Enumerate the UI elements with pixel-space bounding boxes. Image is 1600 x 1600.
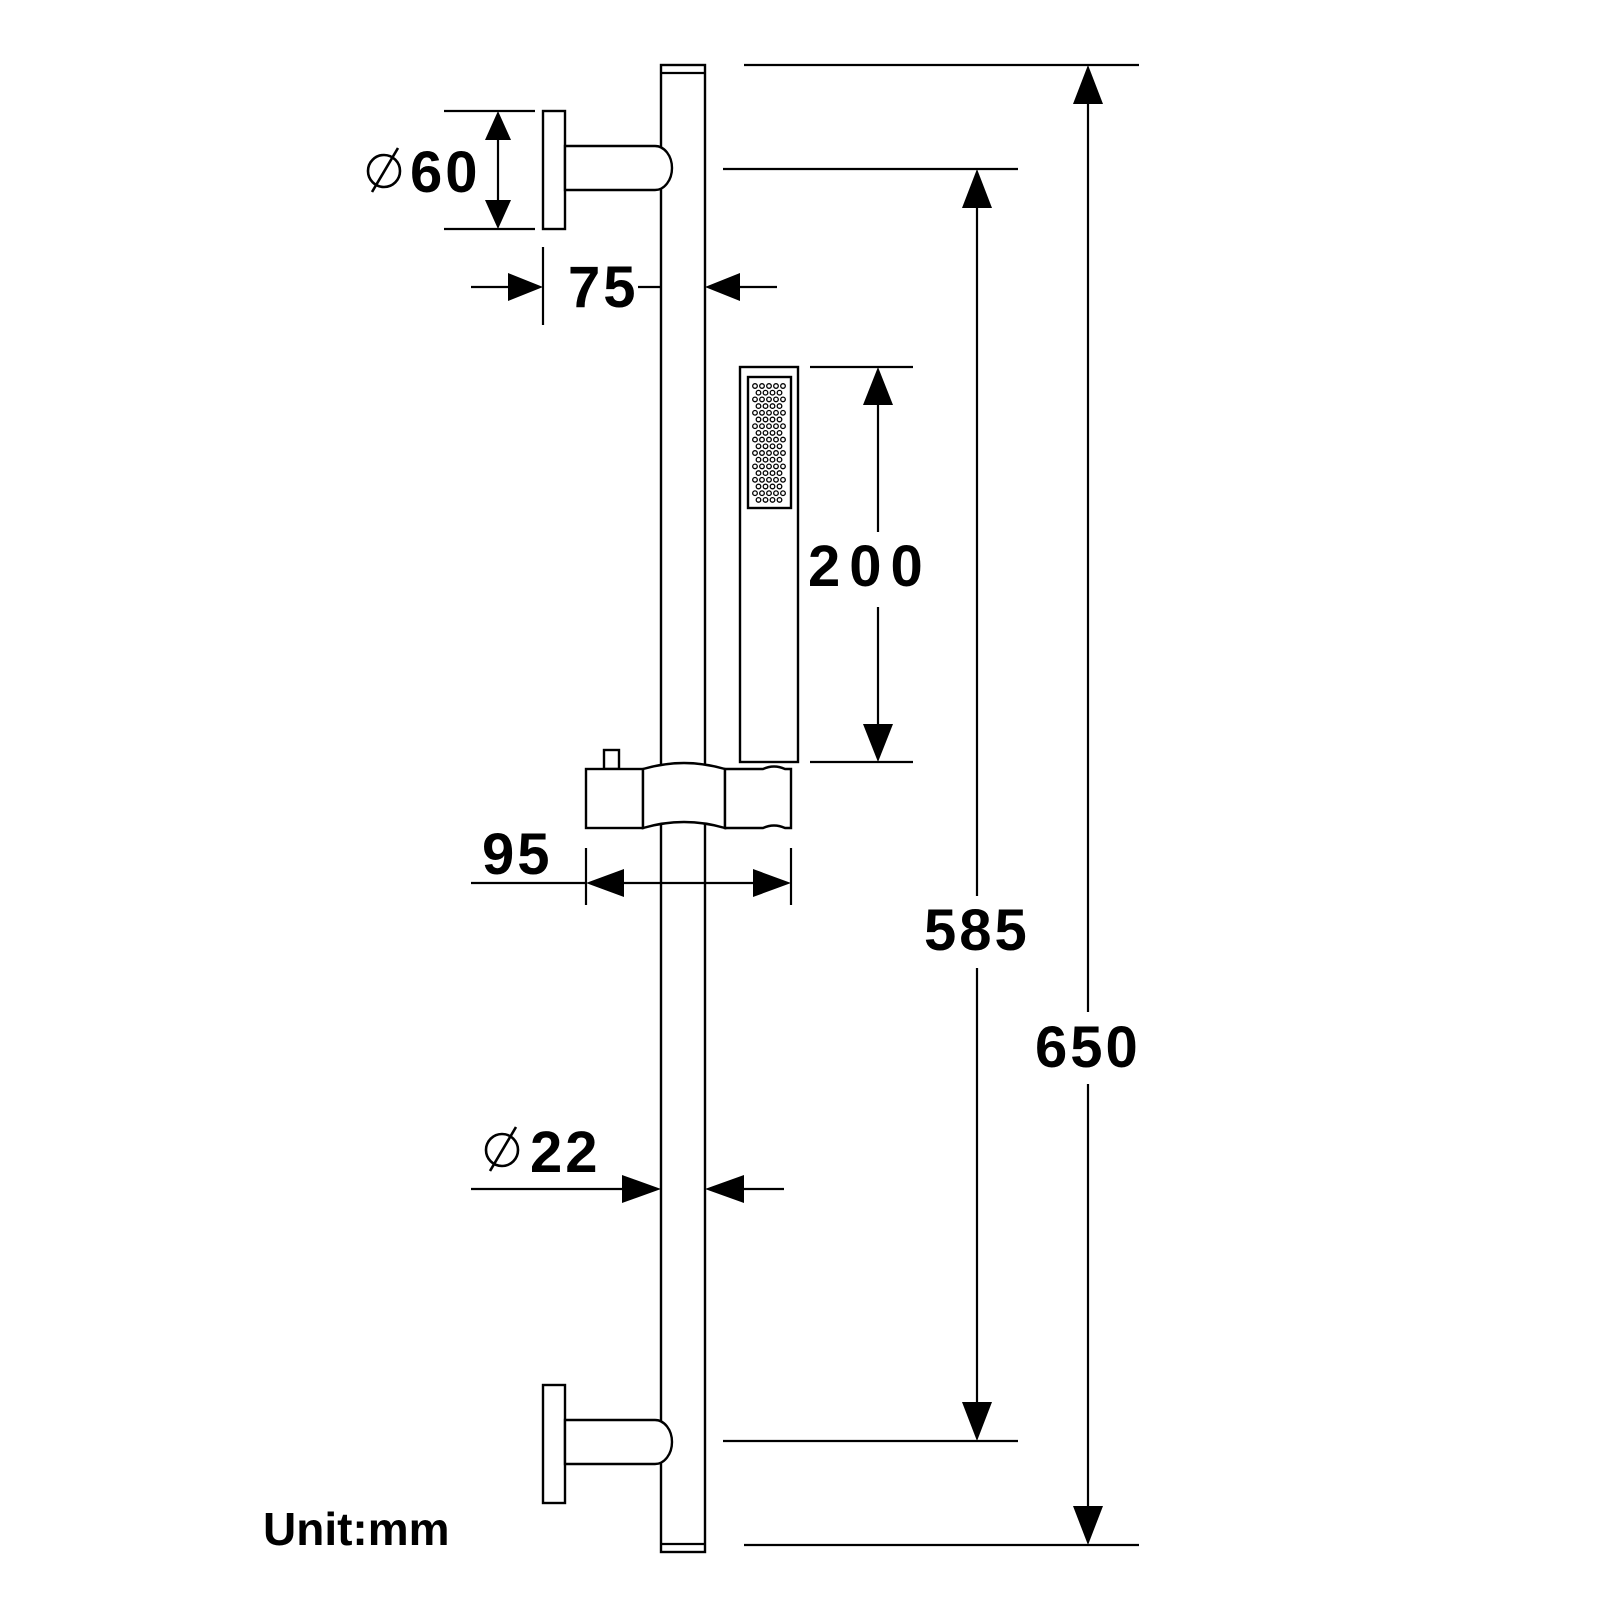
flange-diameter-value: 60 [410, 140, 481, 205]
total-height-value: 650 [1035, 1015, 1141, 1080]
dimension-slider-width: 95 [471, 822, 793, 905]
dimension-hand-shower-length: 200 [808, 365, 932, 764]
dimension-bracket-projection: 75 [471, 247, 777, 325]
hand-shower [738, 365, 800, 764]
slider-holder [584, 748, 793, 830]
dimension-bracket-spacing: 585 [723, 167, 1030, 1443]
bracket-spacing-value: 585 [924, 898, 1030, 963]
unit-label: Unit:mm [263, 1503, 450, 1555]
dimension-rail-diameter: 22 [471, 1120, 784, 1203]
spray-nozzles [752, 383, 786, 503]
diameter-symbol [484, 1126, 520, 1172]
slider-width-value: 95 [482, 822, 553, 887]
dimension-flange-diameter: 60 [366, 109, 535, 231]
bracket-projection-value: 75 [568, 255, 639, 320]
diameter-symbol [366, 147, 402, 193]
rail-diameter-value: 22 [530, 1120, 601, 1185]
hand-shower-length-value: 200 [808, 534, 932, 599]
top-wall-bracket [541, 109, 674, 231]
dimension-total-height: 650 [744, 63, 1141, 1547]
bottom-wall-bracket [541, 1383, 674, 1505]
